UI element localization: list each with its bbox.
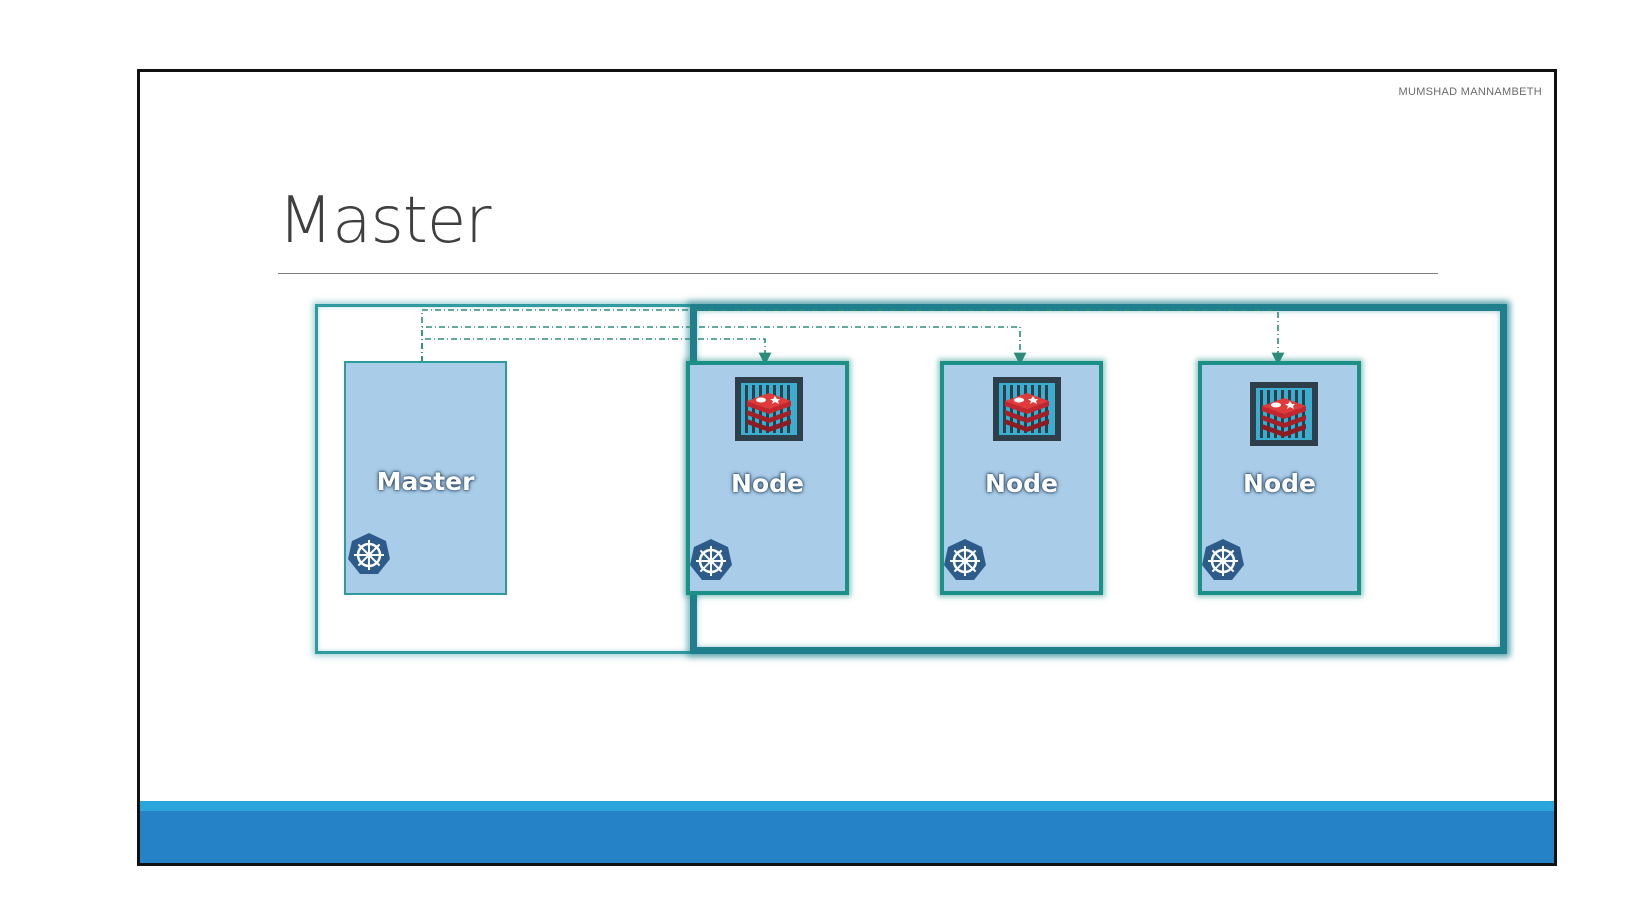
node-1-label: Node: [731, 469, 804, 498]
kubernetes-helm-icon: [348, 533, 390, 574]
connector-node-1: [421, 338, 772, 366]
worker-node-3: Node: [1198, 361, 1361, 595]
title-divider: [278, 273, 1438, 274]
redis-container-icon: [735, 377, 803, 441]
connector-node-2: [421, 326, 1027, 366]
kubernetes-helm-icon: [690, 539, 732, 580]
master-to-node-connectors: [421, 309, 1285, 366]
worker-node-2: Node: [940, 361, 1103, 595]
redis-container-icon: [993, 377, 1061, 441]
footer-accent-stripe: [140, 801, 1554, 811]
master-box: Master: [344, 361, 507, 595]
master-label: Master: [376, 467, 475, 496]
slide: MUMSHAD MANNAMBETH Master Master: [137, 69, 1557, 866]
kubernetes-helm-icon: [944, 539, 986, 580]
author-credit: MUMSHAD MANNAMBETH: [1398, 86, 1542, 98]
node-2-label: Node: [985, 469, 1058, 498]
footer-bar: [140, 811, 1554, 863]
kubernetes-helm-icon: [1202, 539, 1244, 580]
slide-title: Master: [278, 184, 492, 258]
node-3-label: Node: [1243, 469, 1316, 498]
worker-node-1: Node: [686, 361, 849, 595]
redis-container-icon: [1250, 382, 1318, 446]
connector-node-3: [421, 309, 1285, 366]
